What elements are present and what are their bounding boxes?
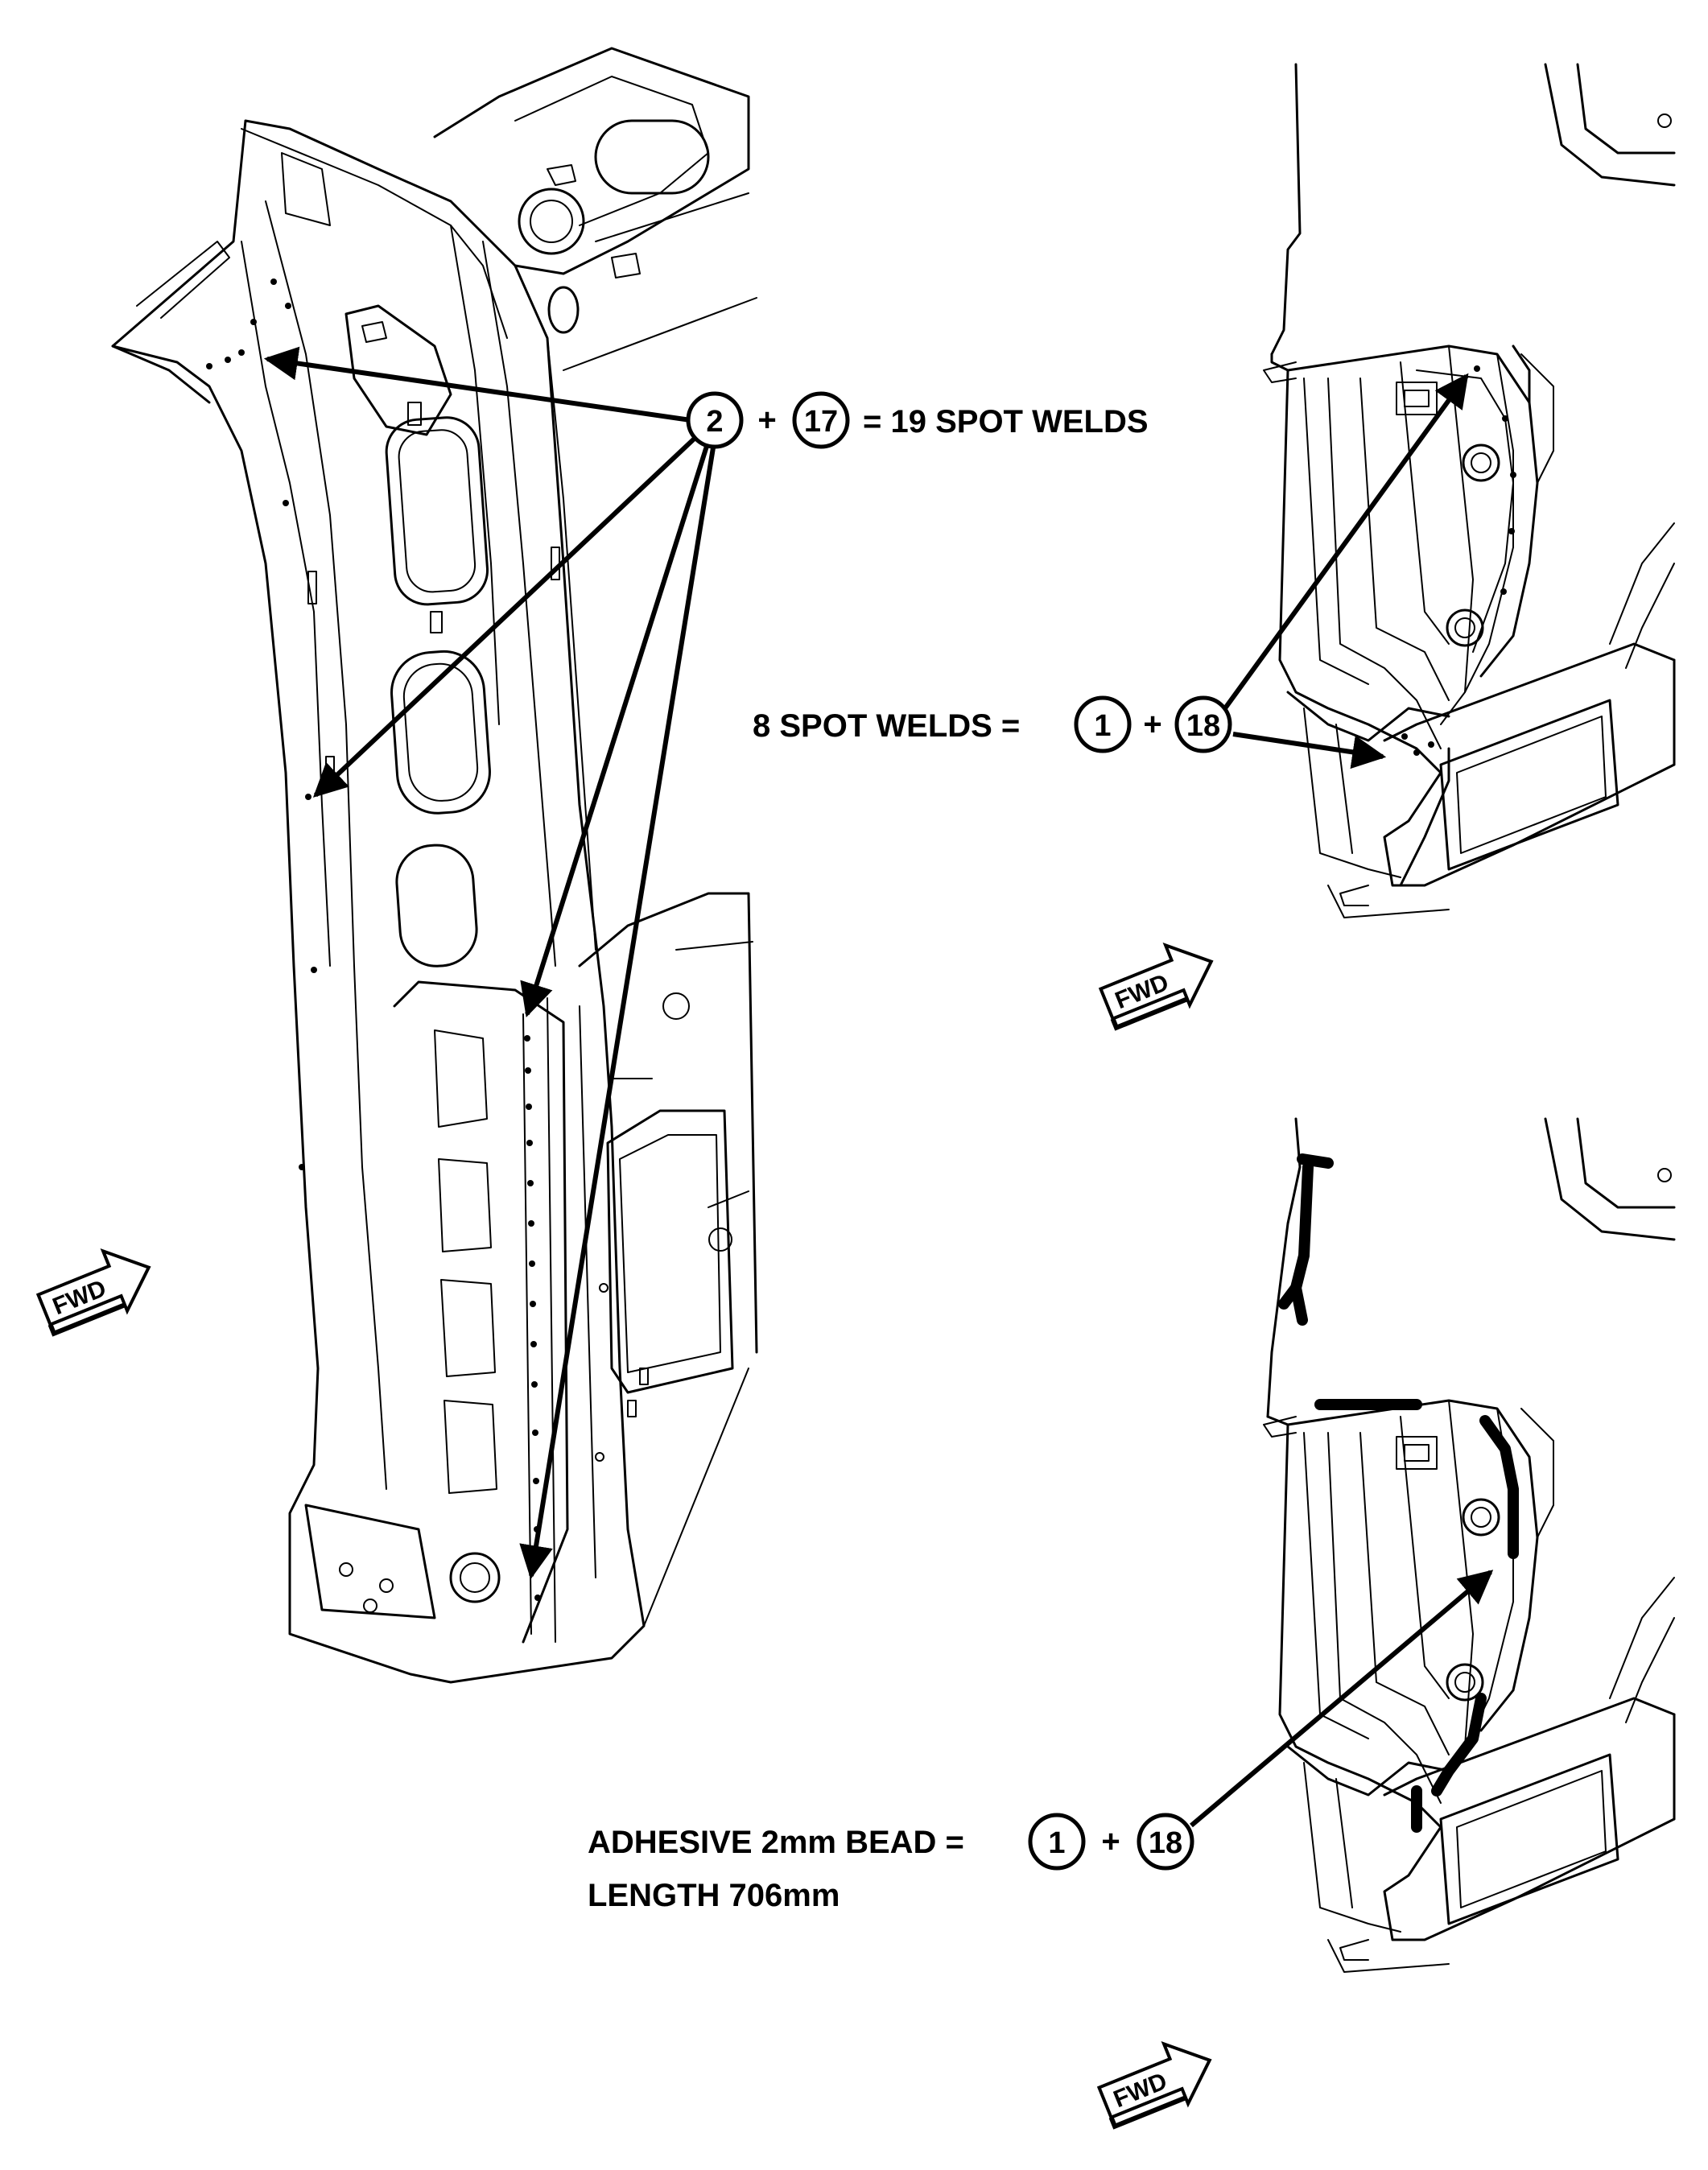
callout-bottom-num-a: 1 (1048, 1826, 1065, 1860)
fwd-arrow-icon: FWD (1096, 2041, 1212, 2130)
callout-mid-num-a: 1 (1094, 709, 1111, 743)
callout-bottom-line2: LENGTH 706mm (588, 1878, 840, 1913)
callout-top-num-a: 2 (706, 405, 723, 439)
callout-circle-icon (1174, 695, 1232, 753)
callout-mid-plus: + (1143, 707, 1161, 742)
callout-circle-icon (686, 391, 744, 449)
callout-bottom-plus: + (1101, 1824, 1120, 1859)
right-bottom-panel-drawing (1263, 1117, 1676, 1973)
left-panel-drawing (111, 47, 758, 1684)
spot-weld-marks-right-top (1401, 365, 1516, 756)
callout-circle-icon (792, 391, 850, 449)
callout-circle-icon (1028, 1813, 1086, 1871)
right-top-panel-drawing (1263, 63, 1676, 918)
spot-weld-marks-left (206, 278, 541, 1601)
callout-bottom-line1: ADHESIVE 2mm BEAD = (588, 1825, 964, 1860)
fwd-arrow-icon: FWD (35, 1248, 151, 1337)
callout-mid-num-b: 18 (1186, 709, 1220, 743)
callout-bottom: ADHESIVE 2mm BEAD = LENGTH 706mm 1 + 18 (588, 1570, 1494, 1913)
callout-mid: 8 SPOT WELDS = 1 + 18 (753, 373, 1469, 769)
callout-top-num-b: 17 (804, 405, 838, 439)
callout-bottom-num-b: 18 (1149, 1826, 1182, 1860)
fwd-arrow-icon: FWD (1098, 943, 1214, 1031)
callout-mid-text: 8 SPOT WELDS = (753, 708, 1020, 744)
callout-circle-icon (1137, 1813, 1194, 1871)
callout-top-plus: + (757, 402, 776, 438)
adhesive-bead (1278, 1153, 1519, 1833)
callout-top-text: = 19 SPOT WELDS (863, 404, 1149, 439)
callout-top: 2 + 17 = 19 SPOT WELDS (263, 346, 1149, 1580)
callout-circle-icon (1074, 695, 1132, 753)
